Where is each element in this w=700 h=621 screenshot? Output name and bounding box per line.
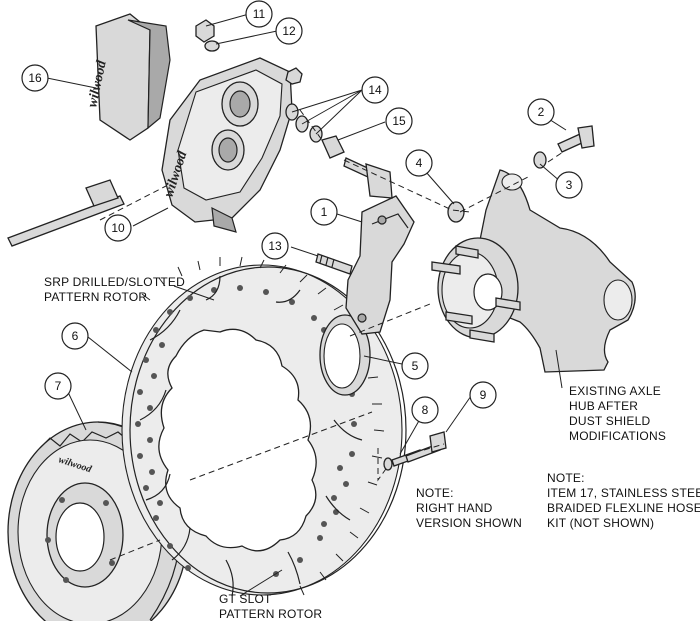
svg-text:11: 11 bbox=[253, 7, 266, 21]
callout-9: 9 bbox=[469, 381, 497, 409]
callout-11: 11 bbox=[245, 0, 273, 28]
callout-16: 16 bbox=[21, 64, 49, 92]
callout-12: 12 bbox=[275, 17, 303, 45]
caliper-bracket bbox=[345, 195, 415, 335]
svg-text:9: 9 bbox=[480, 388, 487, 402]
svg-text:10: 10 bbox=[111, 221, 125, 235]
svg-text:8: 8 bbox=[422, 403, 429, 417]
bracket-bolt-upper bbox=[343, 157, 393, 199]
spindle-hub bbox=[431, 169, 636, 373]
svg-text:7: 7 bbox=[55, 379, 62, 393]
callout-15: 15 bbox=[385, 107, 413, 135]
svg-text:14: 14 bbox=[368, 83, 382, 97]
svg-text:4: 4 bbox=[416, 156, 423, 170]
shim-washer bbox=[447, 201, 465, 223]
callout-13: 13 bbox=[261, 232, 289, 260]
caliper: wilwood bbox=[161, 57, 293, 233]
svg-text:2: 2 bbox=[538, 105, 545, 119]
assembly-lines bbox=[99, 109, 567, 561]
callout-4: 4 bbox=[405, 149, 433, 177]
stud bbox=[315, 253, 353, 275]
callout-5: 5 bbox=[401, 352, 429, 380]
callout-6: 6 bbox=[61, 322, 89, 350]
svg-text:1: 1 bbox=[321, 205, 328, 219]
bracket-bolt bbox=[533, 125, 595, 169]
svg-text:15: 15 bbox=[392, 114, 406, 128]
callout-14: 14 bbox=[361, 76, 389, 104]
spacer-ring bbox=[319, 314, 371, 396]
caliper-bolt bbox=[7, 179, 125, 247]
brake-pad: wilwood bbox=[85, 13, 171, 141]
callout-2: 2 bbox=[527, 98, 555, 126]
callout-7: 7 bbox=[44, 372, 72, 400]
label-gt-slot: GT SLOT PATTERN ROTOR bbox=[219, 592, 323, 621]
svg-text:6: 6 bbox=[72, 329, 79, 343]
svg-text:5: 5 bbox=[412, 359, 419, 373]
svg-text:12: 12 bbox=[282, 24, 296, 38]
svg-text:3: 3 bbox=[566, 178, 573, 192]
rotor-slots bbox=[139, 275, 363, 597]
label-srp-rotor: SRP DRILLED/SLOTTED PATTERN ROTOR bbox=[44, 275, 185, 304]
callout-8: 8 bbox=[411, 396, 439, 424]
svg-text:13: 13 bbox=[268, 239, 282, 253]
callout-1: 1 bbox=[310, 198, 338, 226]
callout-10: 10 bbox=[104, 214, 132, 242]
note-item-17: NOTE: ITEM 17, STAINLESS STEEL BRAIDED F… bbox=[547, 471, 700, 530]
note-right-hand: NOTE: RIGHT HAND VERSION SHOWN bbox=[416, 486, 522, 530]
nut-and-washer bbox=[195, 19, 303, 85]
svg-text:16: 16 bbox=[28, 71, 42, 85]
washers bbox=[285, 103, 345, 159]
callout-3: 3 bbox=[555, 171, 583, 199]
label-existing-axle: EXISTING AXLE HUB AFTER DUST SHIELD MODI… bbox=[569, 384, 667, 443]
